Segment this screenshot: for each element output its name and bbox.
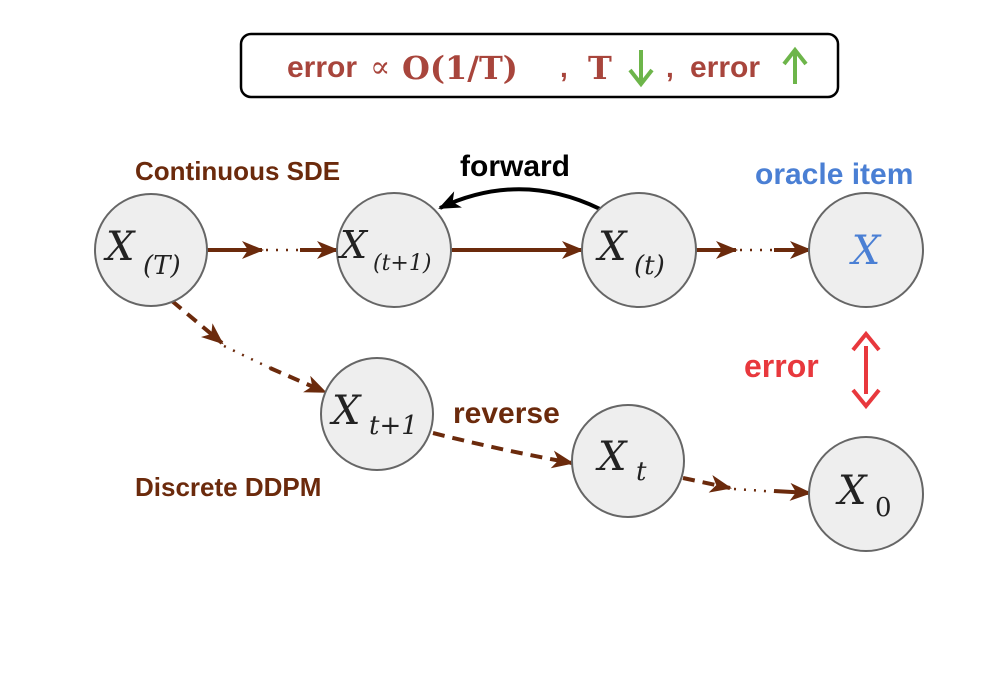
node-x-T: X (T) [94,193,208,307]
node-x-t-plus-1-top-sub: (t+1) [373,251,431,276]
node-x-t-top-sub: (t) [634,251,665,281]
arrow-up-icon [782,46,808,84]
forward-label: forward [460,150,570,183]
node-x-t-top: X (t) [581,192,697,308]
continuous-sde-label: Continuous SDE [135,156,340,186]
edge-xt1-to-xt-bottom [432,431,574,469]
edge-to-xt1-bottom [269,366,327,394]
discrete-ddpm-label: Discrete DDPM [135,472,321,502]
formula-box: error ∝ O(1/T) , T , error [239,32,840,99]
forward-arrow [438,187,601,211]
node-x-0-base: X [835,468,868,514]
edge-dots-lower-left [223,344,271,370]
formula-comma-2: , [666,52,674,83]
node-x-T-base: X [103,224,136,270]
formula-proportional-symbol: ∝ [370,50,390,85]
formula-big-o: O(1/T) [402,49,518,87]
edge-dots-lower-right [733,487,781,494]
node-x-0: X 0 [808,436,924,552]
arrow-down-icon [628,50,654,88]
lower-path-edges [170,299,812,501]
edge-xT-down [170,299,224,345]
formula-error-word-2: error [690,51,760,84]
node-x-t-plus-1-bottom-sub: t+1 [369,411,418,441]
node-x-t-bottom: X t [571,404,685,518]
node-x-t-bottom-sub: t [636,457,647,487]
edge-xt-to-dots-bottom [682,475,732,493]
error-label: error [744,348,819,384]
error-double-arrow [851,330,881,410]
formula-t-symbol: T [588,49,612,87]
node-x-T-sub: (T) [143,251,181,281]
node-x-t-plus-1-top-base: X [337,223,369,267]
edge-to-x0 [773,482,812,501]
formula-comma-1: , [560,52,568,83]
node-x-t-plus-1-top: X (t+1) [336,192,452,308]
node-oracle-x-base: X [849,228,882,274]
node-x-t-top-base: X [595,224,628,270]
node-x-t-bottom-base: X [595,434,628,480]
node-x-t-plus-1-bottom-base: X [329,388,362,434]
formula-box-frame [239,32,840,99]
formula-error-word: error [287,51,357,84]
oracle-item-label: oracle item [755,158,913,191]
reverse-label: reverse [453,397,560,430]
node-x-0-sub: 0 [875,493,892,523]
node-oracle-x: X [808,192,924,308]
node-x-t-plus-1-bottom: X t+1 [320,357,434,471]
